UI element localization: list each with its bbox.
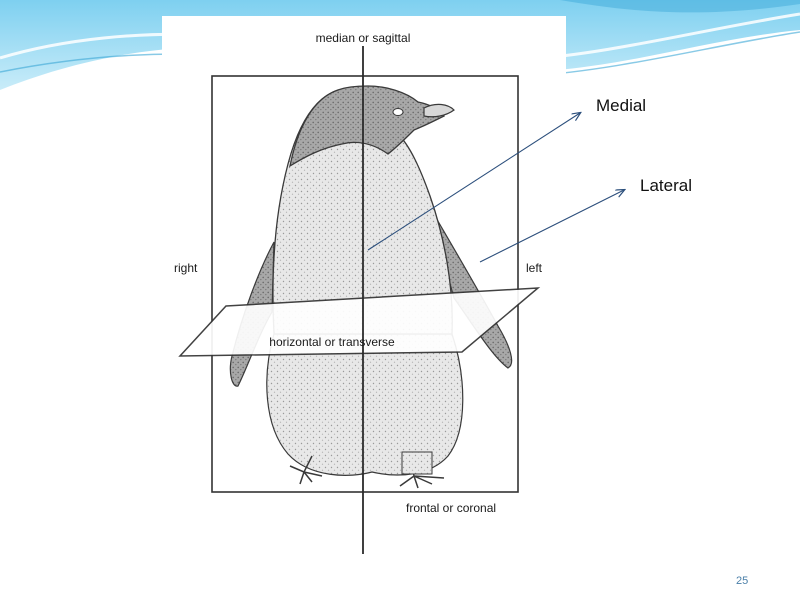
callout-medial: Medial <box>596 96 647 115</box>
slide-number: 25 <box>736 575 749 587</box>
label-horizontal: horizontal or transverse <box>269 335 395 349</box>
penguin-left-foot <box>399 455 445 489</box>
penguin-beak <box>423 103 455 118</box>
label-left: left <box>526 261 543 275</box>
frontal-plane <box>211 75 519 493</box>
penguin-lower-body <box>266 333 464 476</box>
anatomical-planes-figure: median or sagittal right left horizontal… <box>162 16 566 560</box>
penguin-leg <box>401 451 433 475</box>
penguin-right-foot <box>289 455 323 485</box>
label-median: median or sagittal <box>316 31 411 45</box>
label-frontal: frontal or coronal <box>406 501 496 515</box>
penguin-eye <box>392 108 404 116</box>
penguin-diagram: median or sagittal right left horizontal… <box>174 31 543 554</box>
label-right: right <box>174 261 198 275</box>
callout-lateral: Lateral <box>640 176 692 195</box>
horizontal-plane <box>178 287 541 357</box>
